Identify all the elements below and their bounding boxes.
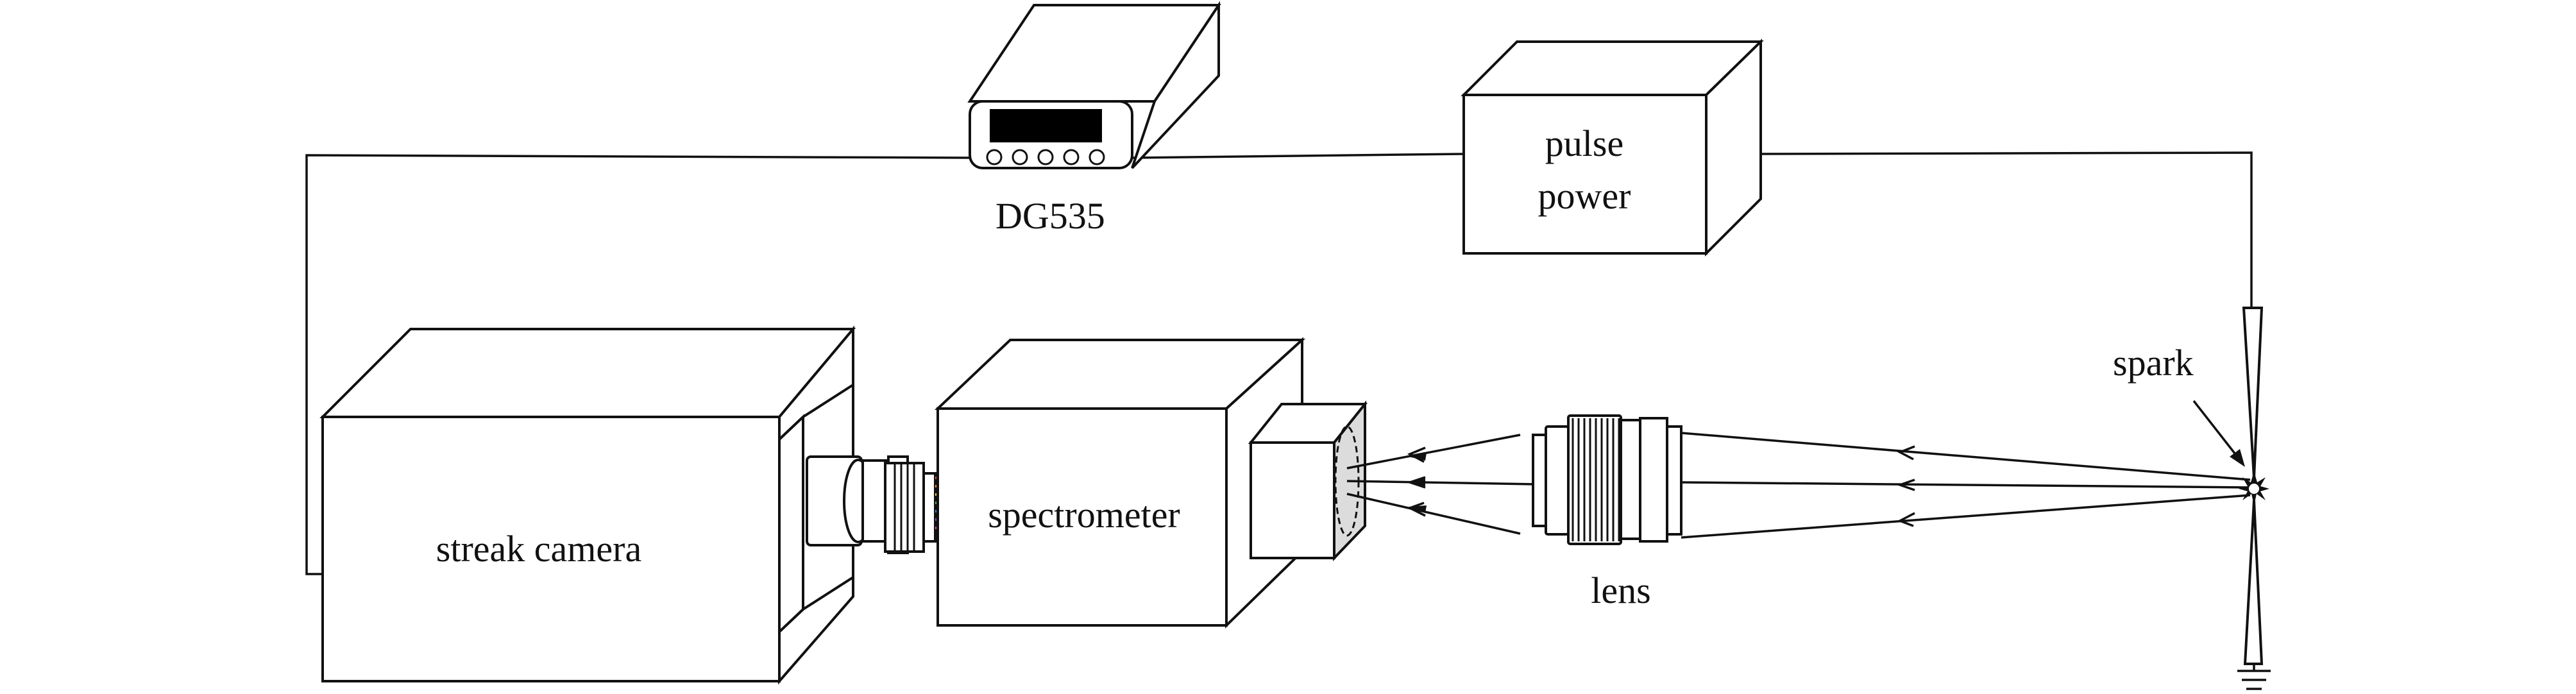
light-rays-from-spark: [1681, 432, 2251, 539]
lens-assembly: [1532, 414, 1682, 545]
streak-camera-label: streak camera: [436, 528, 641, 570]
ground-icon: [2237, 670, 2271, 690]
streak-camera-box: [319, 325, 936, 685]
spectrometer-label: spectrometer: [988, 494, 1180, 536]
spark-gap: [2237, 307, 2271, 690]
spectrometer-box: [934, 337, 1368, 629]
dg535-device: [967, 1, 1221, 169]
spark-pointer-arrow: [2192, 400, 2245, 467]
lens-label: lens: [1591, 570, 1650, 611]
dg535-label: DG535: [996, 195, 1105, 237]
wiring: [305, 151, 2253, 575]
dg535-knobs: [986, 149, 1105, 165]
light-rays-to-spectrometer: [1346, 434, 1537, 535]
spark-label: spark: [2113, 342, 2194, 384]
pulse-power-label-line2: power: [1538, 175, 1631, 217]
pulse-power-box: [1461, 38, 1764, 257]
pulse-power-label-line1: pulse: [1545, 123, 1623, 164]
dg535-display: [990, 109, 1102, 142]
